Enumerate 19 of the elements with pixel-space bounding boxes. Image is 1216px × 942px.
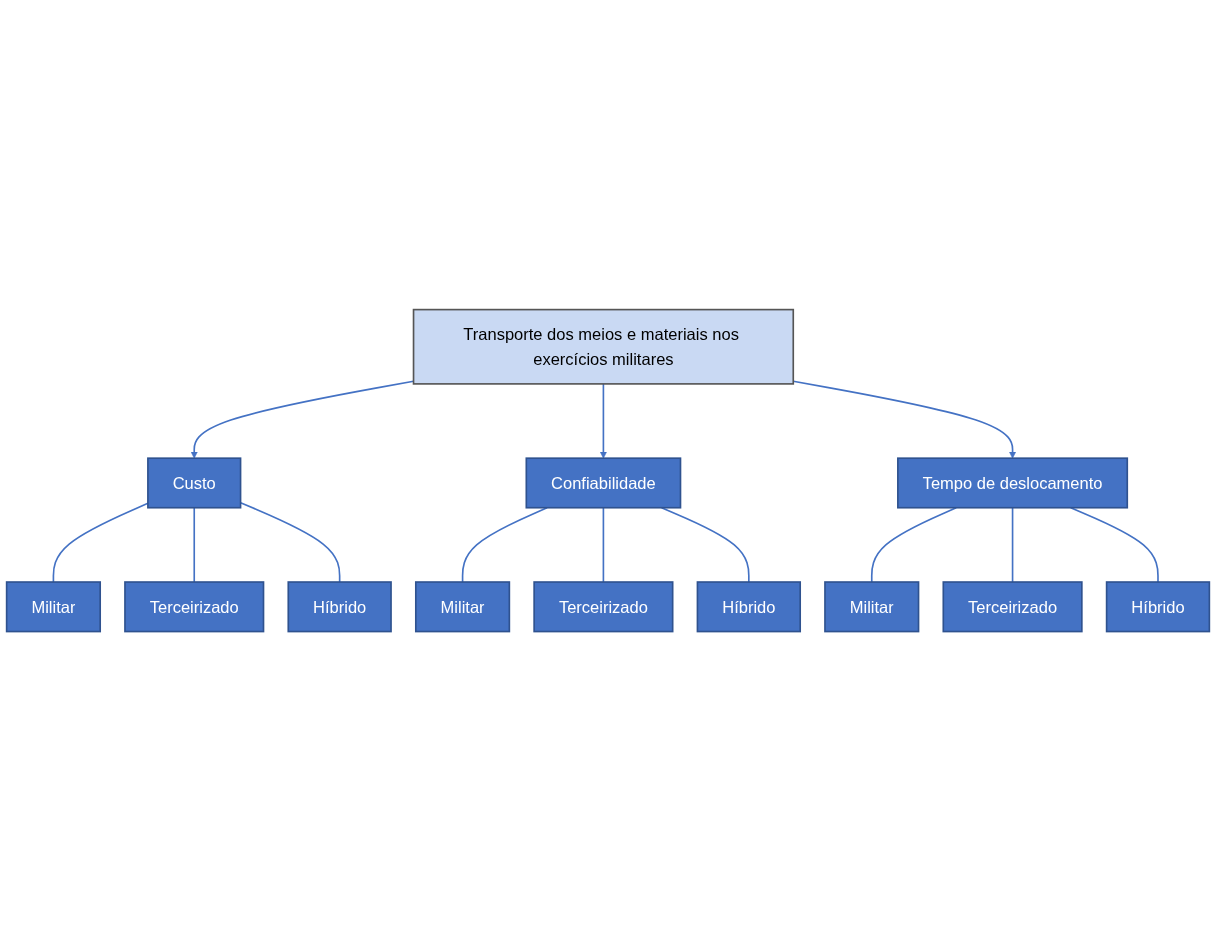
- connector: [602, 507, 605, 584]
- node-box: Terceirizado: [124, 581, 265, 633]
- node-box: Militar: [824, 581, 920, 633]
- node-box: Transporte dos meios e materiais nos exercícios militares: [412, 309, 795, 386]
- node-box: Terceirizado: [533, 581, 674, 633]
- node-box: Terceirizado: [942, 581, 1083, 633]
- node-box: Militar: [5, 581, 102, 633]
- node-box: Híbrido: [287, 581, 392, 633]
- node-box: Confiabilidade: [525, 457, 682, 509]
- arrow: [599, 383, 608, 459]
- node-box: Híbrido: [696, 581, 802, 633]
- connector: [1011, 507, 1014, 584]
- arrow: [190, 380, 415, 459]
- node-box: Híbrido: [1105, 581, 1211, 633]
- connector: [193, 507, 196, 584]
- node-box: Custo: [147, 457, 242, 509]
- node-box: Militar: [414, 581, 511, 633]
- node-box: Tempo de deslocamento: [897, 457, 1129, 509]
- arrow: [792, 380, 1017, 459]
